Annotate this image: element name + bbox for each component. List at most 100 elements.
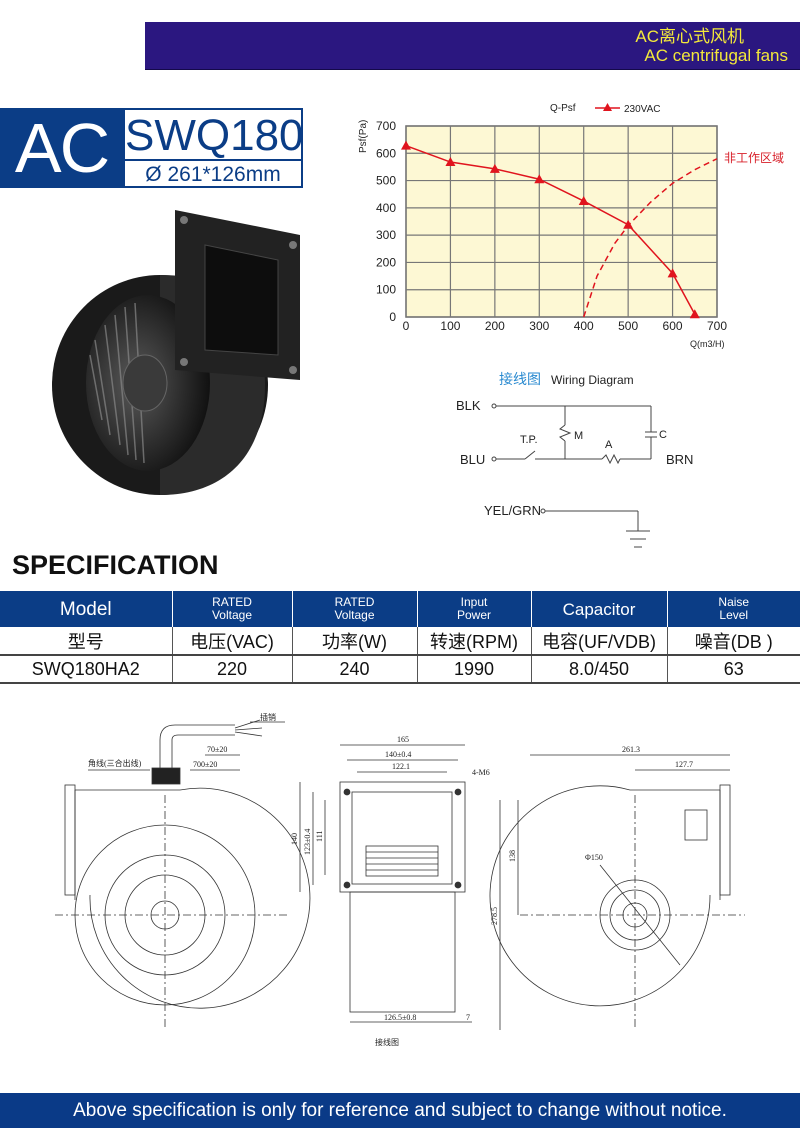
x-tick-label: 100 xyxy=(440,319,460,333)
unit-cell: 噪音(DB ) xyxy=(667,627,800,656)
speed-cell: 1990 xyxy=(417,655,532,684)
y-tick-label: 500 xyxy=(376,174,396,188)
wiring-diagram: 接线图 Wiring Diagram BLK BLU BRN YEL/GRN T… xyxy=(456,371,693,548)
dim-140-width: 140±0.4 xyxy=(385,750,411,759)
x-tick-label: 200 xyxy=(485,319,505,333)
lead-note: 角线(三合出线) xyxy=(88,758,142,768)
x-axis-label: Q(m3/H) xyxy=(690,339,725,349)
legend-marker-icon xyxy=(603,103,612,111)
wire-blu: BLU xyxy=(460,452,485,467)
logo-box: SWQ180 Ø 261*126mm xyxy=(123,108,304,188)
plot-area xyxy=(405,125,718,318)
data-point-marker xyxy=(489,163,500,173)
wire-blk: BLK xyxy=(456,398,481,413)
technical-drawings: 插销 70±20 700±20 角线(三合出线) 165 140±0.4 122… xyxy=(55,712,745,1047)
wire-brn: BRN xyxy=(666,452,693,467)
dim-278: 278.5 xyxy=(490,907,499,925)
capacitor-label: C xyxy=(659,429,667,441)
aux-winding-label: A xyxy=(605,439,613,451)
x-tick-label: 300 xyxy=(529,319,549,333)
noise-cell: 63 xyxy=(667,655,800,684)
dim-122: 122.1 xyxy=(392,762,410,771)
logo-type: AC xyxy=(0,108,123,188)
y-tick-label: 700 xyxy=(376,119,396,133)
dim-700: 700±20 xyxy=(193,760,217,769)
y-tick-label: 300 xyxy=(376,228,396,242)
x-tick-label: 500 xyxy=(618,319,638,333)
data-point-marker xyxy=(534,174,545,184)
dim-261: 261.3 xyxy=(622,745,640,754)
unit-cell: 功率(W) xyxy=(292,627,418,656)
motor-hub xyxy=(122,354,168,412)
data-point-marker xyxy=(578,196,589,206)
dim-70: 70±20 xyxy=(207,745,227,754)
unit-cell: 电压(VAC) xyxy=(172,627,293,656)
data-point-marker xyxy=(445,157,456,167)
data-point-marker xyxy=(667,268,678,278)
wiring-title-cn: 接线图 xyxy=(499,371,541,387)
data-point-marker xyxy=(623,219,634,229)
dim-7: 7 xyxy=(466,1013,470,1022)
unit-cell: 转速(RPM) xyxy=(417,627,532,656)
y-tick-label: 100 xyxy=(376,283,396,297)
y-tick-label: 400 xyxy=(376,201,396,215)
dim-138: 138 xyxy=(508,850,517,862)
dim-140-height: 140 xyxy=(290,833,299,845)
unit-cell: 电容(UF/VDB) xyxy=(531,627,668,656)
header-band: AC离心式风机 AC centrifugal fans xyxy=(145,22,800,70)
y-axis-label: Psf(Pa) xyxy=(358,120,369,153)
x-tick-label: 400 xyxy=(574,319,594,333)
capacitor-cell: 8.0/450 xyxy=(531,655,668,684)
wire-yel-grn: YEL/GRN xyxy=(484,503,541,518)
lead-label: 插销 xyxy=(260,712,276,722)
voltage-cell: 220 xyxy=(172,655,293,684)
dim-165: 165 xyxy=(397,735,409,744)
x-tick-label: 600 xyxy=(663,319,683,333)
non-working-zone-curve xyxy=(583,158,718,318)
dim-123: 123±0.4 xyxy=(303,829,312,855)
dim-127: 127.7 xyxy=(675,760,693,769)
x-tick-label: 0 xyxy=(403,319,410,333)
x-tick-label: 700 xyxy=(707,319,727,333)
y-tick-label: 600 xyxy=(376,146,396,160)
y-tick-label: 200 xyxy=(376,255,396,269)
header-title-en: AC centrifugal fans xyxy=(644,46,788,65)
data-point-marker xyxy=(401,140,411,150)
spec-unit-row: 型号 电压(VAC) 功率(W) 转速(RPM) 电容(UF/VDB) 噪音(D… xyxy=(0,627,800,656)
legend-label: 230VAC xyxy=(624,104,661,115)
y-tick-label: 0 xyxy=(389,310,396,324)
table-row: SWQ180HA2 220 240 1990 8.0/450 63 xyxy=(0,655,800,684)
power-cell: 240 xyxy=(292,655,418,684)
motor-label: M xyxy=(574,430,583,442)
dim-111: 111 xyxy=(315,831,324,842)
drawing-right xyxy=(489,754,745,1030)
chart-legend: 230VAC xyxy=(595,103,661,115)
header-model: Model xyxy=(0,591,173,627)
dim-126: 126.5±0.8 xyxy=(384,1013,416,1022)
header-capacitor: Capacitor xyxy=(531,591,668,627)
logo-model: SWQ180 xyxy=(125,111,304,161)
dim-dia-150: Φ150 xyxy=(585,853,603,862)
dim-holes: 4-M6 xyxy=(472,768,490,777)
model-cell: SWQ180HA2 xyxy=(0,655,173,684)
wiring-title-en: Wiring Diagram xyxy=(551,373,634,387)
footer-disclaimer: Above specification is only for referenc… xyxy=(0,1093,800,1128)
fan-product-photo xyxy=(52,210,300,495)
drawing-middle xyxy=(299,744,472,1023)
header-title-cn: AC离心式风机 xyxy=(635,27,744,46)
chart-title: Q-Psf xyxy=(550,103,576,114)
spec-title: SPECIFICATION xyxy=(12,550,219,580)
unit-cell: 型号 xyxy=(0,627,173,656)
thermal-protector-label: T.P. xyxy=(520,434,538,446)
drawing-caption: 接线图 xyxy=(375,1037,399,1047)
data-point-marker xyxy=(689,309,700,319)
series-line-230vac xyxy=(405,144,696,315)
drawing-left xyxy=(55,719,311,1030)
